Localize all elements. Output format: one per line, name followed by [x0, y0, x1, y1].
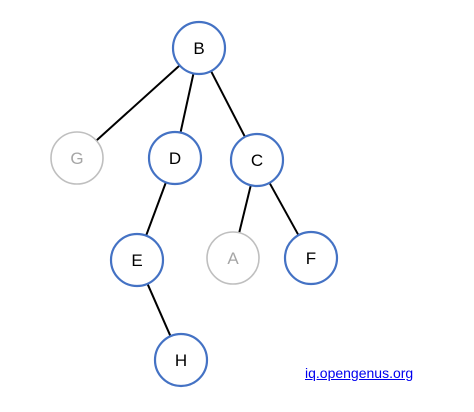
node-label-c: C	[251, 151, 263, 170]
node-circle-g	[50, 131, 104, 185]
edge-c-a	[238, 185, 252, 233]
tree-edges	[95, 64, 300, 337]
node-label-a: A	[227, 249, 239, 268]
node-b: B	[171, 20, 227, 76]
edge-b-d	[179, 73, 195, 133]
node-circle-h	[153, 332, 209, 388]
edge-e-h	[146, 283, 172, 337]
node-circle-e	[109, 232, 165, 288]
node-e: E	[109, 232, 165, 288]
node-a: A	[206, 231, 260, 285]
node-circle-f	[283, 230, 339, 286]
node-h: H	[153, 332, 209, 388]
tree-nodes: B G D C E A F H	[50, 20, 339, 388]
node-label-b: B	[193, 39, 204, 58]
node-g: G	[50, 131, 104, 185]
edge-d-e	[145, 182, 167, 236]
node-label-d: D	[169, 149, 181, 168]
node-c: C	[229, 132, 285, 188]
node-f: F	[283, 230, 339, 286]
edge-c-f	[268, 182, 300, 236]
node-d: D	[147, 130, 203, 186]
credit-link[interactable]: iq.opengenus.org	[305, 365, 414, 381]
node-label-e: E	[131, 251, 142, 270]
edge-b-g	[95, 64, 181, 142]
edge-b-c	[210, 70, 246, 138]
node-circle-d	[147, 130, 203, 186]
node-label-h: H	[175, 351, 187, 370]
node-label-g: G	[70, 149, 83, 168]
node-circle-a	[206, 231, 260, 285]
node-label-f: F	[306, 249, 316, 268]
node-circle-b	[171, 20, 227, 76]
node-circle-c	[229, 132, 285, 188]
